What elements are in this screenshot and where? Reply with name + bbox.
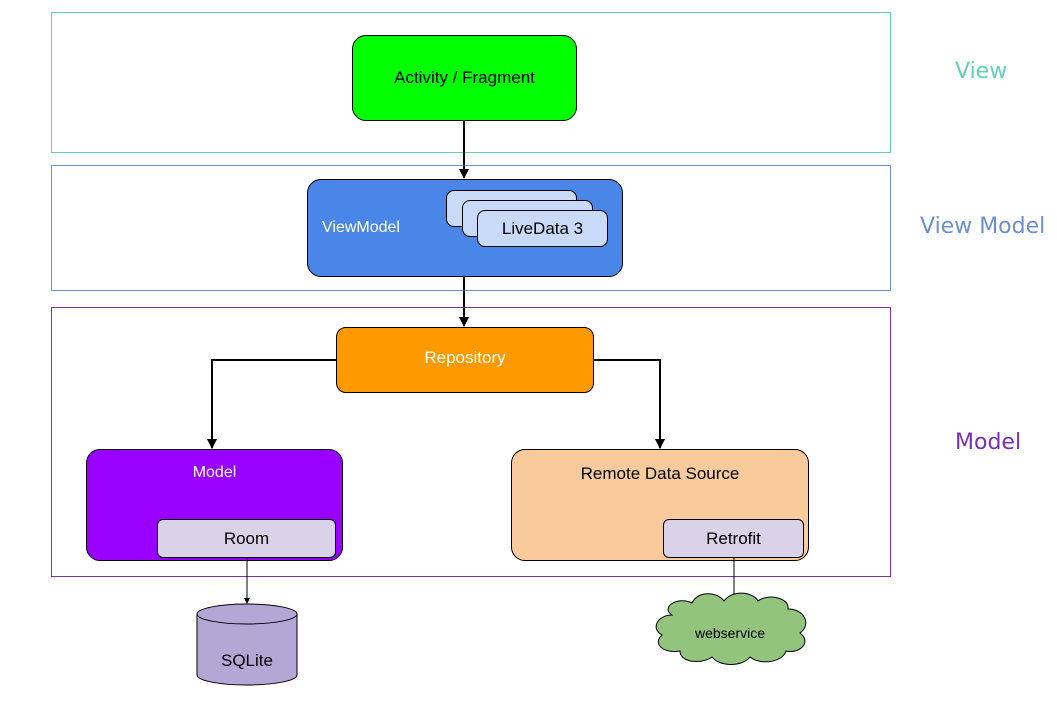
activity-fragment-label: Activity / Fragment xyxy=(394,68,535,87)
room-label: Room xyxy=(223,528,270,548)
view-layer-box xyxy=(51,12,891,153)
arrow-repository-to-model xyxy=(207,359,336,449)
room-node: Room xyxy=(157,519,336,558)
remote-data-source-label: Remote Data Source xyxy=(580,464,740,483)
webservice-label: webservice xyxy=(694,625,765,641)
retrofit-label: Retrofit xyxy=(706,528,761,548)
view-model-layer-box xyxy=(51,165,891,291)
sqlite-database-icon: SQLite xyxy=(196,603,298,686)
activity-fragment-node: Activity / Fragment xyxy=(352,35,577,121)
retrofit-node: Retrofit xyxy=(663,519,804,558)
webservice-cloud-icon: webservice xyxy=(655,592,807,665)
model-layer-label: Model xyxy=(955,430,1022,455)
live-data-node: LiveData 3 xyxy=(477,210,608,247)
arrow-repository-to-remote xyxy=(594,359,665,449)
model-label: Model xyxy=(192,464,237,481)
model-layer-box xyxy=(51,307,891,577)
sqlite-label: SQLite xyxy=(221,651,273,670)
repository-node: Repository xyxy=(336,327,594,393)
view-model-layer-label: View Model xyxy=(920,214,1046,239)
live-data-label: LiveData 3 xyxy=(501,218,584,238)
view-layer-label: View xyxy=(955,59,1008,84)
view-model-label: ViewModel xyxy=(322,219,400,236)
repository-label: Repository xyxy=(424,348,506,367)
